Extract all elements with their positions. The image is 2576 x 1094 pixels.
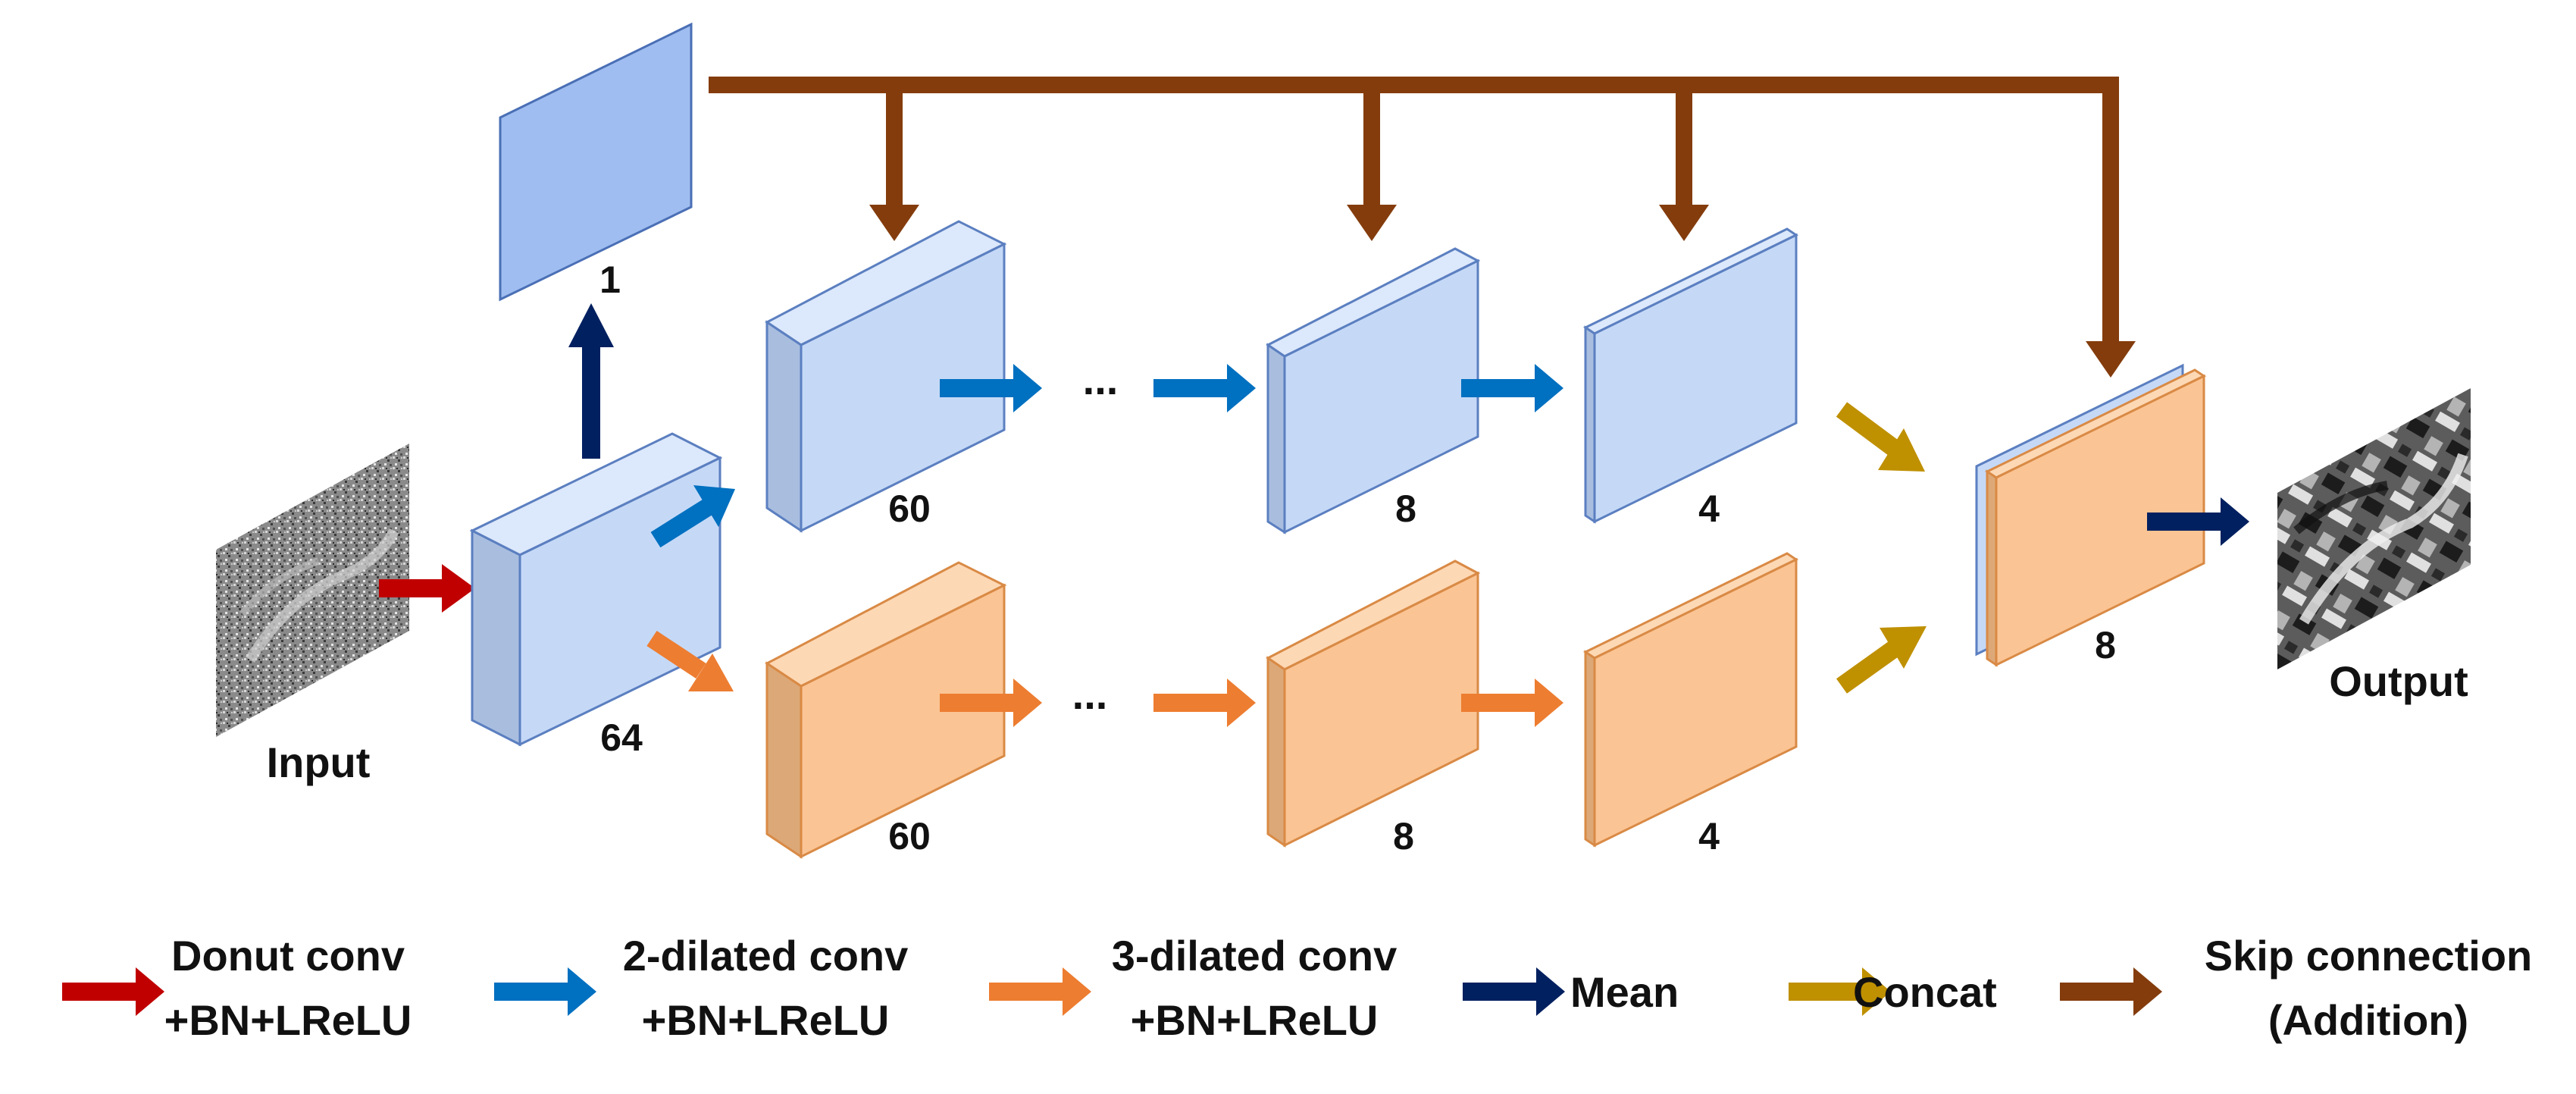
- legend-concat-label: Concat: [1853, 968, 1997, 1016]
- legend-dilated3-arrow: [989, 967, 1091, 1016]
- split-arrow-blue: [650, 485, 735, 548]
- legend-dilated3-line1: 3-dilated conv: [1112, 932, 1398, 980]
- skip-connections: [709, 77, 2136, 378]
- split-arrow-orange: [646, 630, 734, 691]
- legend-dilated3-line2: +BN+LReLU: [1131, 996, 1379, 1044]
- mean-arrow-up: [568, 303, 614, 459]
- orange-block-4: [1582, 552, 1799, 848]
- legend-donut-arrow: [62, 967, 164, 1016]
- blue-block-4: [1582, 227, 1799, 524]
- donut-conv-arrow: [379, 564, 475, 613]
- legend: Donut conv +BN+LReLU 2-dilated conv +BN+…: [62, 932, 2532, 1044]
- legend-skip-arrow: [2060, 967, 2162, 1016]
- skip-arrowhead-2: [1347, 205, 1397, 241]
- skip-arrowhead-final: [2086, 341, 2136, 378]
- legend-mean-label: Mean: [1570, 968, 1679, 1016]
- blue-block-60: [765, 220, 1007, 533]
- blue-arrow-3: [1461, 364, 1563, 412]
- legend-concat-arrow: [1789, 967, 1891, 1016]
- blue-block-4-label: 4: [1698, 487, 1720, 530]
- skip-main-line: [709, 77, 2119, 341]
- concat-arrow-top: [1836, 402, 1925, 472]
- orange-arrow-3: [1461, 679, 1563, 727]
- blue-arrow-2: [1153, 364, 1256, 412]
- orange-block-8-label: 8: [1393, 815, 1414, 857]
- blue-block-8: [1266, 247, 1481, 534]
- mean-block: [499, 22, 693, 302]
- orange-block-60-label: 60: [888, 815, 931, 857]
- orange-block-8: [1266, 560, 1481, 848]
- output-label: Output: [2329, 657, 2468, 705]
- concat-block-8: [1975, 363, 2207, 667]
- concat-arrow-bottom: [1836, 626, 1927, 694]
- first-block-64: [469, 432, 723, 747]
- skip-arrowhead-3: [1659, 205, 1709, 241]
- blue-ellipsis: ...: [1083, 356, 1119, 403]
- output-arrow: [2147, 497, 2249, 546]
- blue-arrow-1: [940, 364, 1042, 412]
- orange-block-60: [765, 561, 1007, 859]
- mean-block-label: 1: [599, 259, 621, 301]
- legend-donut-line1: Donut conv: [171, 932, 405, 980]
- orange-ellipsis: ...: [1072, 670, 1108, 718]
- legend-skip-line2: (Addition): [2268, 996, 2468, 1044]
- legend-skip-line1: Skip connection: [2205, 932, 2533, 980]
- legend-dilated2-line1: 2-dilated conv: [623, 932, 909, 980]
- blue-block-60-label: 60: [888, 487, 931, 530]
- legend-dilated2-line2: +BN+LReLU: [642, 996, 890, 1044]
- concat-block-label: 8: [2095, 624, 2116, 666]
- input-label: Input: [267, 738, 371, 786]
- legend-mean-arrow: [1463, 967, 1565, 1016]
- orange-block-4-label: 4: [1698, 815, 1720, 857]
- legend-donut-line2: +BN+LReLU: [164, 996, 412, 1044]
- blue-block-8-label: 8: [1395, 487, 1416, 530]
- orange-arrow-1: [940, 679, 1042, 727]
- output-image: [2277, 388, 2471, 669]
- input-image: [216, 444, 409, 737]
- skip-arrowhead-1: [869, 205, 919, 241]
- legend-dilated2-arrow: [494, 967, 596, 1016]
- first-block-label: 64: [600, 716, 643, 759]
- orange-arrow-2: [1153, 679, 1256, 727]
